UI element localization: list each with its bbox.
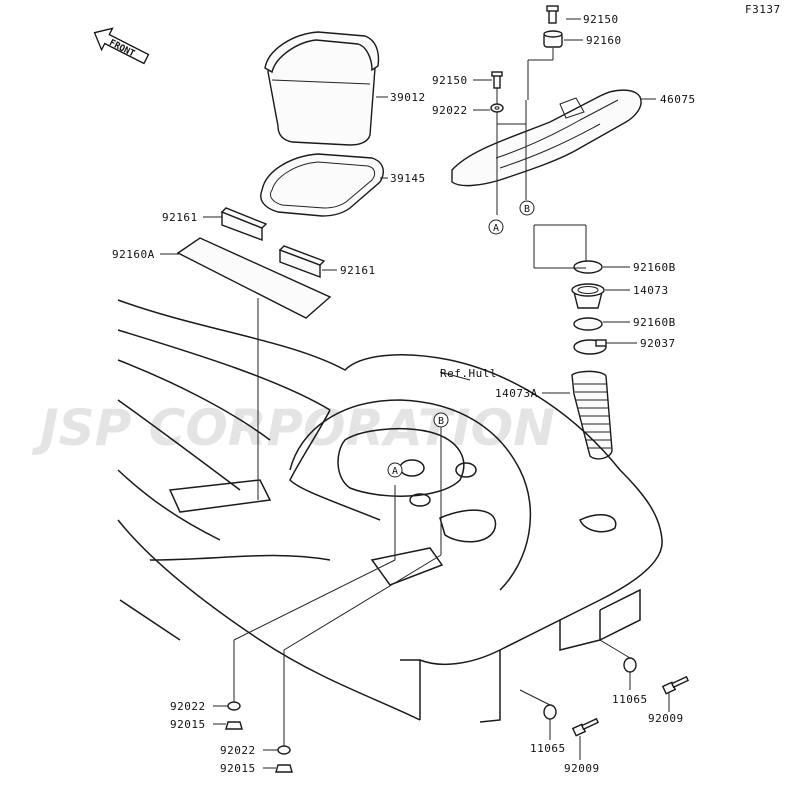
nut-part-a: [225, 721, 243, 730]
part-label-92022-b: 92022: [220, 744, 256, 757]
part-label-92150-mid: 92150: [432, 74, 468, 87]
grab-handle-part: [451, 89, 642, 187]
ref-circle-a-top: A: [488, 219, 504, 235]
part-label-39145: 39145: [390, 172, 426, 185]
ref-circle-b-top: B: [519, 200, 535, 216]
leader-lines: [160, 18, 670, 769]
part-label-92015-a: 92015: [170, 718, 206, 731]
collar-part: [543, 30, 563, 48]
pad-part-left: [220, 207, 268, 242]
part-label-11065-center: 11065: [530, 742, 566, 755]
part-label-14073: 14073: [633, 284, 669, 297]
part-label-92015-b: 92015: [220, 762, 256, 775]
part-label-92161-left: 92161: [162, 211, 198, 224]
part-label-92160b-top: 92160B: [633, 261, 676, 274]
part-label-92160: 92160: [586, 34, 622, 47]
filler-neck-part: [571, 283, 605, 309]
part-label-39012: 39012: [390, 91, 426, 104]
part-label-92150-top: 92150: [583, 13, 619, 26]
washer-part-top: [490, 103, 504, 113]
washer-part-b: [277, 745, 291, 755]
part-label-92160a: 92160A: [112, 248, 155, 261]
part-label-14073a: 14073A: [495, 387, 538, 400]
mat-part: [176, 237, 332, 319]
ref-b-hull-label: B: [438, 416, 444, 427]
part-label-11065-right: 11065: [612, 693, 648, 706]
hull-reference-label: Ref.Hull: [440, 367, 497, 380]
part-label-92009-right: 92009: [648, 712, 684, 725]
part-label-92009-center: 92009: [564, 762, 600, 775]
part-label-92022-a: 92022: [170, 700, 206, 713]
ref-a-hull-label: A: [392, 466, 398, 477]
screw-part-center: [571, 717, 600, 737]
washer-part-center: [543, 704, 557, 720]
hose-clamp-part: [573, 339, 607, 355]
watermark: JSP CORPORATION: [31, 399, 555, 457]
screw-part-right: [661, 675, 690, 695]
part-label-46075: 46075: [660, 93, 696, 106]
front-arrow-icon: FRONT: [93, 27, 150, 65]
ref-b-top-label: B: [524, 204, 530, 215]
washer-part-a: [227, 701, 241, 711]
storage-bucket-part: [264, 31, 380, 146]
figure-code: F3137: [745, 3, 781, 16]
hull-outline: [117, 299, 663, 723]
ref-circle-b-hull: B: [433, 412, 449, 428]
bolt-part-mid: [491, 71, 503, 89]
oring-part-top: [573, 260, 603, 274]
pad-part-right: [278, 245, 326, 279]
part-label-92160b-bottom: 92160B: [633, 316, 676, 329]
bolt-part-top: [546, 5, 559, 24]
part-label-92161-right: 92161: [340, 264, 376, 277]
bucket-seal-part: [260, 153, 384, 217]
part-label-92022-top: 92022: [432, 104, 468, 117]
nut-part-b: [275, 764, 293, 773]
part-label-92037: 92037: [640, 337, 676, 350]
washer-part-right: [623, 657, 637, 673]
ref-circle-a-hull: A: [387, 462, 403, 478]
oring-part-bottom: [573, 317, 603, 331]
filler-hose-part: [571, 370, 613, 460]
ref-a-top-label: A: [493, 223, 499, 234]
